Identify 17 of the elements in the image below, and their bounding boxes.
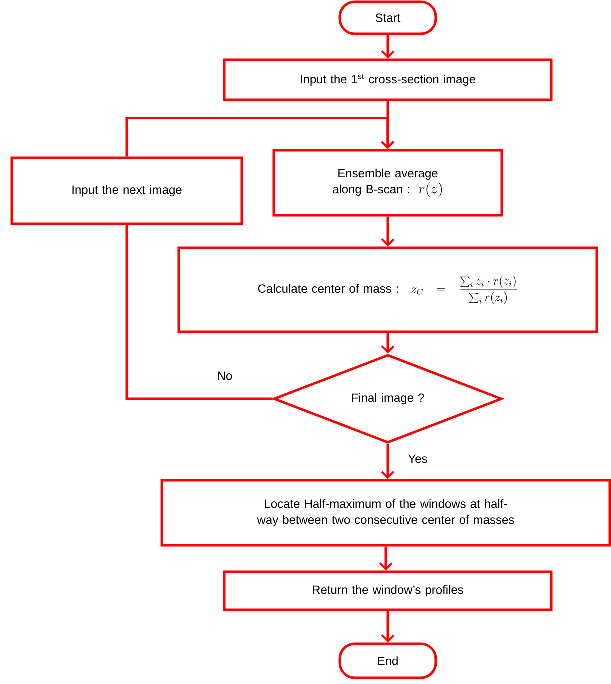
- arrow: [379, 546, 393, 571]
- arrow: [381, 444, 395, 480]
- edge-label: Yes: [407, 454, 429, 464]
- process-box: Locate Half-maximum of the windows at half-way between two consecutive center of masses: [160, 479, 611, 547]
- arrow: [381, 35, 395, 59]
- process-box: Calculate center of mass : $z_C = \frac{\sum_i z_i \cdot r(z_i)}{\sum_i r(z_i)}$: [178, 246, 598, 334]
- process-box: Input the next image: [10, 156, 244, 226]
- arrow: [381, 216, 395, 247]
- edge-label: No: [216, 370, 234, 382]
- process-box: Return the window’s profiles: [223, 570, 553, 612]
- process-box: Input the 1$^{st}$ cross-section image: [223, 58, 553, 102]
- arrow: [381, 333, 395, 354]
- arrow: [381, 611, 395, 643]
- start-terminal: Start: [338, 0, 438, 36]
- end-terminal: End: [338, 642, 438, 680]
- process-box: Ensemble average along B-scan : $r(z)$: [272, 149, 504, 217]
- arrow: [126, 117, 395, 157]
